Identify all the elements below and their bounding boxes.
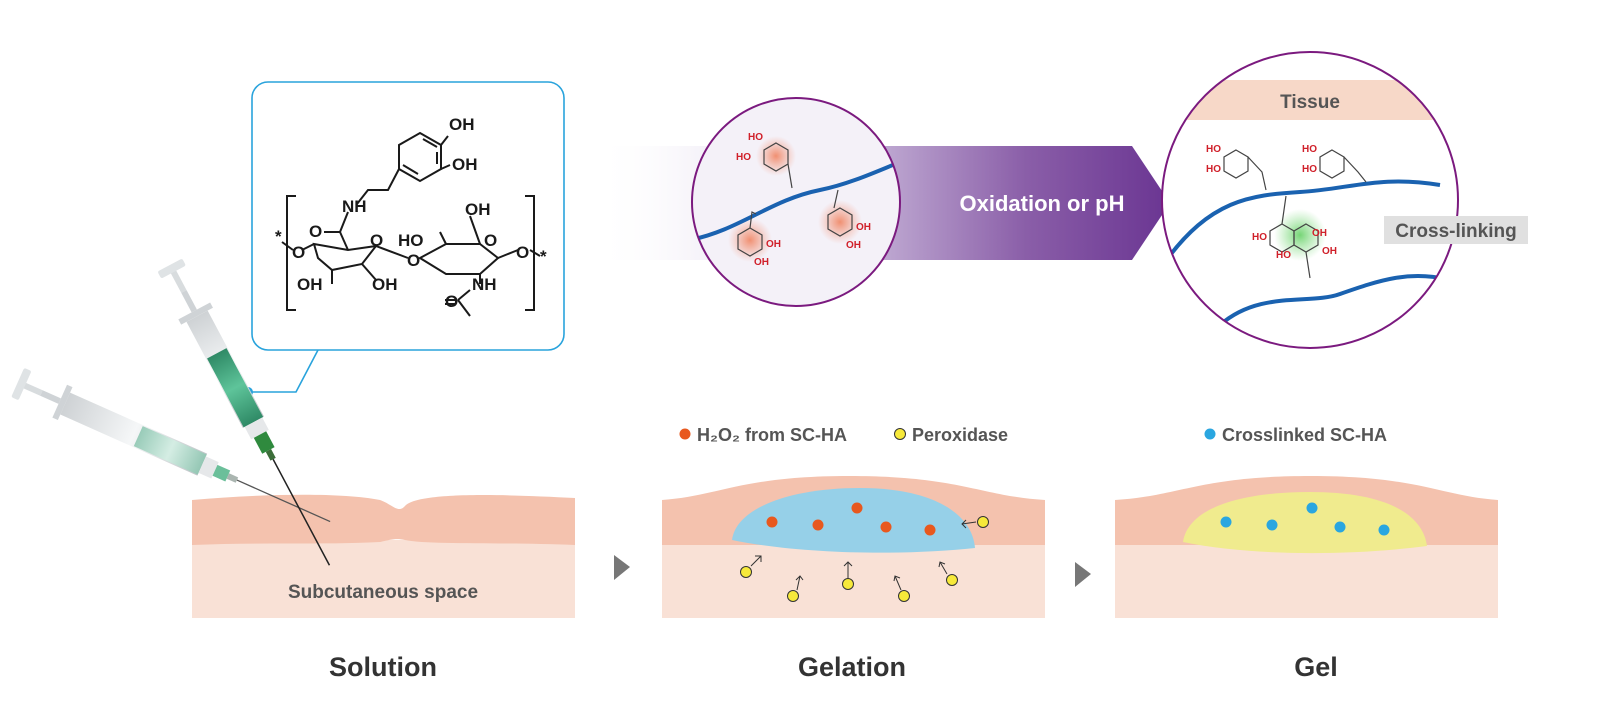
c1-ho-a: HO [748,132,763,143]
stage-arrow-1 [614,555,630,580]
legend-peroxidase-dot [894,428,906,440]
panel-connector [248,349,319,393]
zoom-circle-catechol: HO HO OH OH OH OH [691,97,901,307]
peroxidase-arrows [750,519,977,591]
peroxidase-dots [740,516,989,602]
c2-ho-f: HO [1276,250,1291,261]
c1-oh-c: OH [766,239,781,250]
crosslinked-dot [1306,502,1318,514]
peroxidase-dot [946,574,958,586]
crosslinked-dot [1378,524,1390,536]
chem-ho-ring2: HO [398,231,424,250]
crosslinked-dots [1220,502,1390,536]
h2o2-dot [766,516,778,528]
h2o2-dot [924,524,936,536]
stage-title-gel: Gel [1294,652,1338,682]
c1-oh-f: OH [846,240,861,251]
chem-o-ring2: O [484,231,497,250]
h2o2-dot [812,519,824,531]
c2-ho-b: HO [1206,164,1221,175]
subcutaneous-label: Subcutaneous space [288,582,478,603]
stage-arrow-2 [1075,562,1091,587]
chem-o-right: O [516,243,529,262]
tissue-label: Tissue [1280,92,1340,113]
c1-oh-e: OH [856,222,871,233]
h2o2-dot [880,521,892,533]
legend-h2o2-dot [679,428,691,440]
skin-panel-gelation [662,476,1045,618]
chem-star-left: * [275,227,282,246]
chem-o-link: O [407,251,420,270]
arrow-label: Oxidation or pH [960,191,1125,216]
crosslinking-badge [1384,216,1528,244]
peroxidase-dot [740,566,752,578]
legend-gelation: H₂O₂ from SC-HA Peroxidase [679,425,1008,445]
chem-o-left: O [292,243,305,262]
legend-crosslinked-dot [1204,428,1216,440]
legend-gel: Crosslinked SC-HA [1204,425,1387,445]
legend-crosslinked-label: Crosslinked SC-HA [1222,425,1387,445]
c2-oh-h: OH [1322,246,1337,257]
c2-ho-e: HO [1252,232,1267,243]
chem-oh-bottom1: OH [297,275,323,294]
stage-title-gelation: Gelation [798,652,906,682]
chem-oh-ch2: OH [465,200,491,219]
peroxidase-dot [977,516,989,528]
h2o2-dots [766,502,936,536]
crosslinked-dot [1220,516,1232,528]
syringe-back [11,368,331,523]
chemical-structure-panel: OH OH NH O O HO OH O O O O OH OH NH O * … [243,81,565,397]
gelation-blob [732,488,975,553]
chem-oh-top: OH [449,115,475,134]
peroxidase-dot [787,590,799,602]
chem-oh-bottom2: OH [372,275,398,294]
chem-star-right: * [540,247,547,266]
gel-blob [1183,492,1427,554]
h2o2-dot [851,502,863,514]
c2-oh-g: OH [1312,228,1327,239]
c2-ho-c: HO [1302,144,1317,155]
chem-o-carbonyl: O [309,222,322,241]
c2-ho-a: HO [1206,144,1221,155]
chem-nh-amide: NH [342,197,367,216]
stage-title-solution: Solution [329,652,437,682]
crosslinked-dot [1266,519,1278,531]
skin-panel-gel [1115,476,1498,618]
legend-h2o2-label: H₂O₂ from SC-HA [697,425,847,445]
c2-ho-d: HO [1302,164,1317,175]
chem-oh-mid: OH [452,155,478,174]
peroxidase-dot [842,578,854,590]
skin-panel-solution: Subcutaneous space [192,494,575,618]
chem-nh-acetyl: NH [472,275,497,294]
c1-ho-b: HO [736,152,751,163]
peroxidase-dot [898,590,910,602]
zoom-circle-crosslinking: Tissue HO HO HO HO HO HO OH OH [1161,51,1528,349]
legend-peroxidase-label: Peroxidase [912,425,1008,445]
chem-o-ring1: O [370,231,383,250]
syringe-front [158,259,331,566]
c1-oh-d: OH [754,257,769,268]
crosslinking-label: Cross-linking [1395,221,1516,242]
chem-o-acetyl: O [445,292,458,311]
crosslinked-dot [1334,521,1346,533]
